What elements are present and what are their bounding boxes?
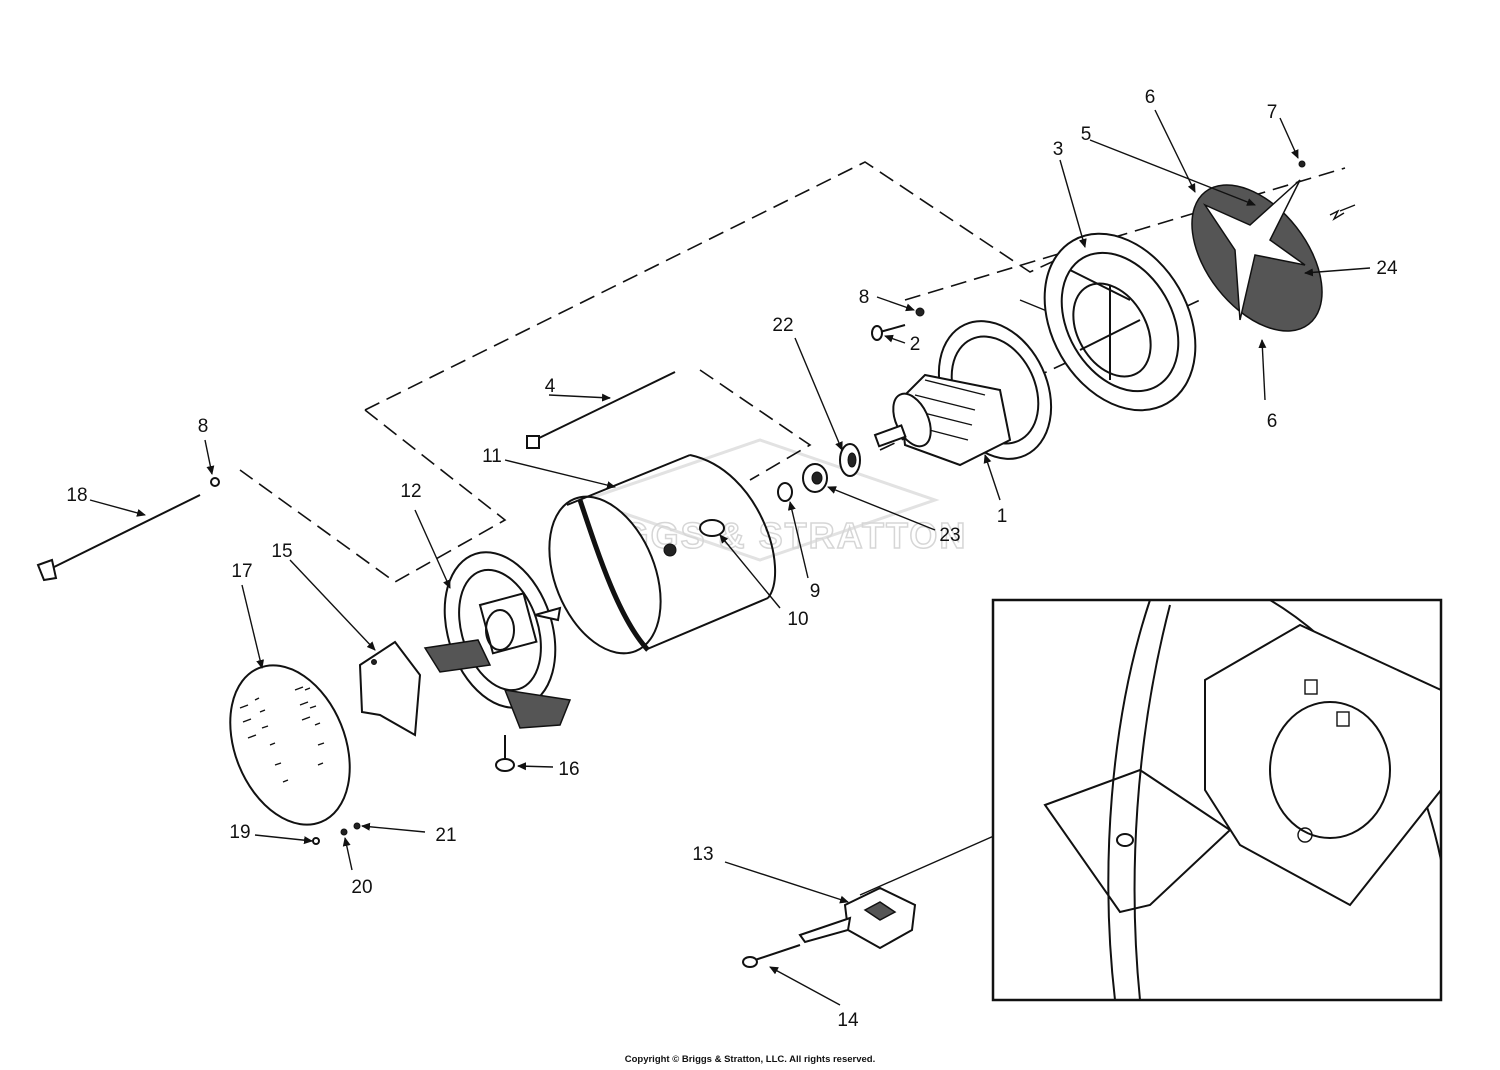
callout-14: 14 — [837, 1010, 859, 1031]
callout-6-top: 6 — [1145, 87, 1156, 108]
part-7-screw — [1298, 160, 1306, 168]
callout-8-left: 8 — [198, 416, 209, 437]
copyright-notice: Copyright © Briggs & Stratton, LLC. All … — [624, 1054, 876, 1065]
callout-11: 11 — [482, 446, 502, 467]
part-3-end-bell — [1043, 232, 1197, 412]
part-16-screw — [495, 735, 515, 772]
part-20-washer — [340, 828, 348, 836]
callout-3: 3 — [1053, 139, 1064, 160]
part-24-guard-screen — [1191, 179, 1323, 332]
part-15-cover-plate — [358, 640, 422, 737]
part-19-screw — [312, 837, 320, 845]
part-1-rotor — [873, 320, 1053, 467]
part-23-bearing — [802, 463, 828, 493]
callout-5: 5 — [1081, 124, 1092, 145]
callout-17: 17 — [231, 561, 252, 582]
part-18-through-bolt — [36, 494, 201, 582]
part-2-screw — [871, 324, 906, 341]
callout-6-bottom: 6 — [1267, 411, 1278, 432]
callout-2: 2 — [910, 334, 921, 355]
part-8-nut-right — [915, 307, 925, 317]
part-9-washer — [777, 482, 793, 502]
part-8-nut-left — [210, 477, 220, 487]
part-12-end-housing — [423, 551, 572, 729]
part-11-stator — [548, 454, 777, 655]
callout-8-right: 8 — [859, 287, 870, 308]
callout-18: 18 — [66, 485, 87, 506]
callout-19: 19 — [229, 822, 250, 843]
part-13-terminal-block — [798, 886, 917, 950]
callout-23: 23 — [939, 525, 960, 546]
callout-4: 4 — [545, 376, 556, 397]
callout-labels: 1 2 3 4 5 6 6 7 8 8 9 10 11 12 13 14 15 … — [66, 87, 1398, 1031]
inset-detail — [991, 598, 1443, 1002]
callout-10: 10 — [787, 609, 808, 630]
callout-13: 13 — [692, 844, 713, 865]
callout-16: 16 — [558, 759, 579, 780]
part-17-decal — [229, 664, 351, 826]
callout-15: 15 — [271, 541, 292, 562]
callout-9: 9 — [810, 581, 821, 602]
callout-12: 12 — [400, 481, 421, 502]
callout-7: 7 — [1267, 102, 1278, 123]
callout-22: 22 — [772, 315, 793, 336]
callout-24: 24 — [1376, 258, 1398, 279]
callout-1: 1 — [997, 506, 1008, 527]
leader-lines — [89, 109, 1371, 1006]
part-22-bearing — [839, 443, 861, 477]
part-21-nut — [353, 822, 361, 830]
callout-21: 21 — [435, 825, 456, 846]
callout-20: 20 — [351, 877, 372, 898]
part-4-through-bolt — [526, 371, 676, 449]
part-14-screw — [742, 944, 801, 968]
